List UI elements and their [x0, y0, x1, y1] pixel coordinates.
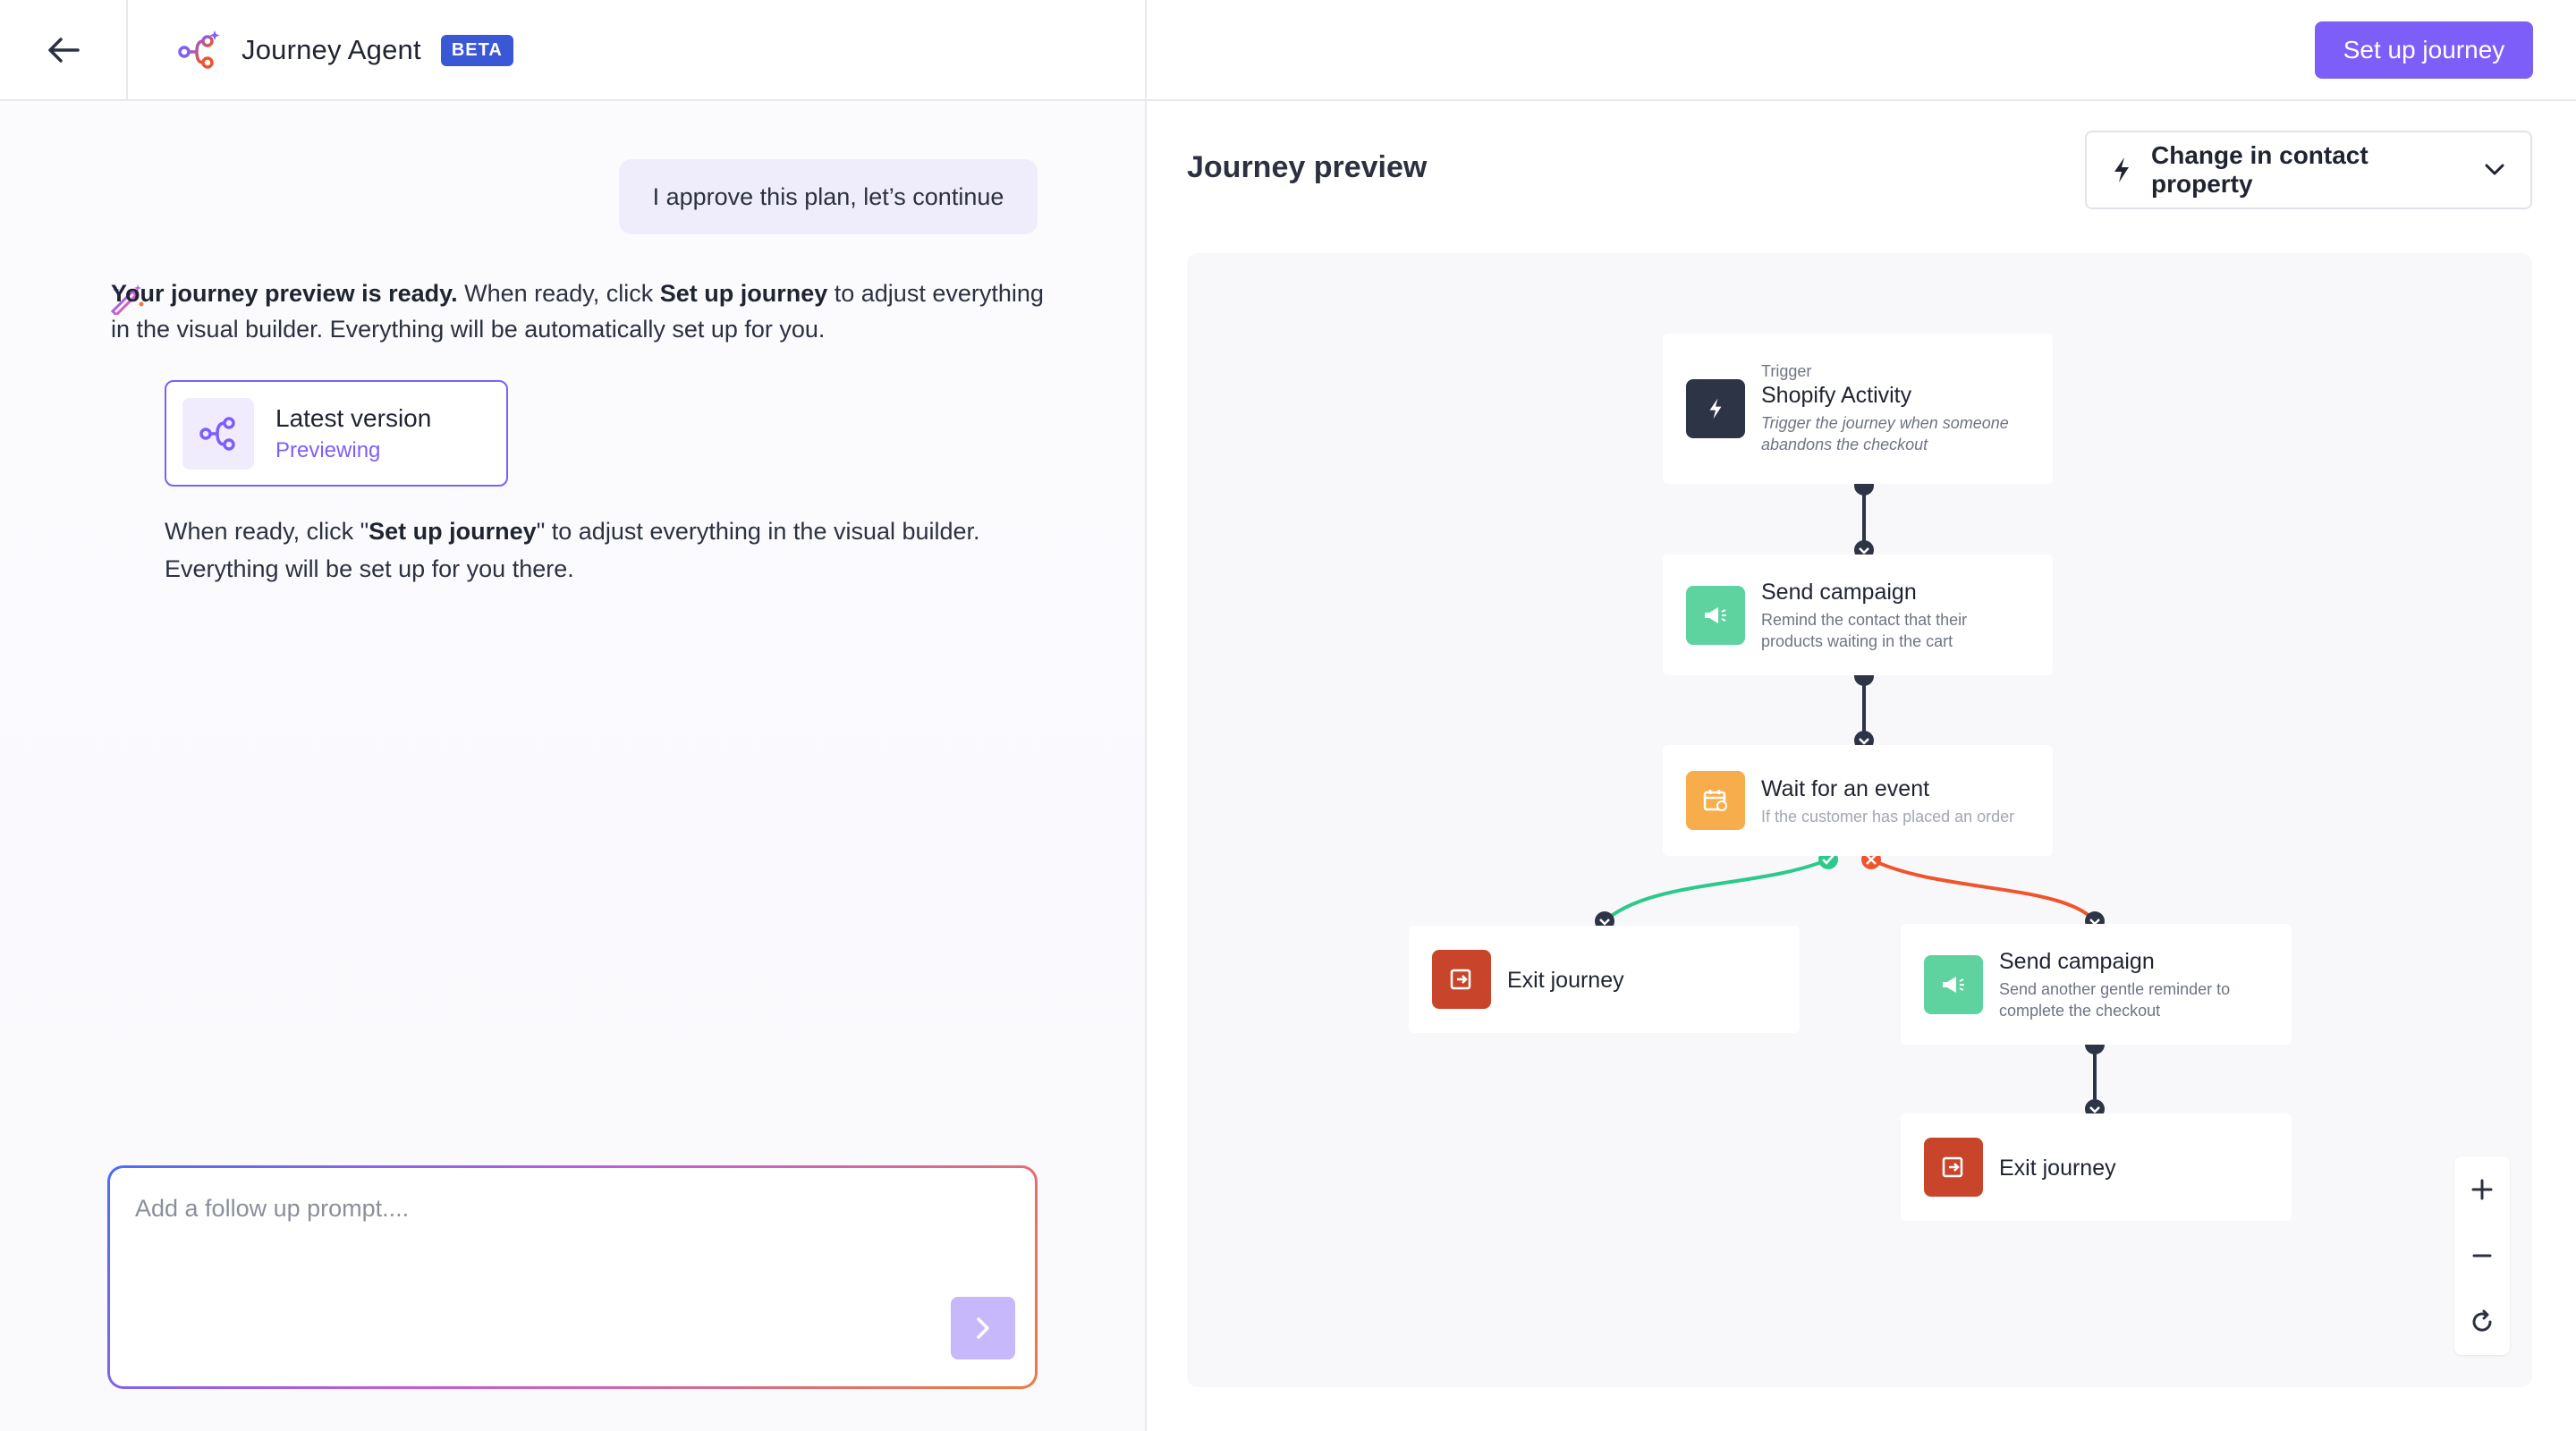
exit-icon-box: [1924, 1138, 1983, 1197]
node-title: Shopify Activity: [1761, 383, 1912, 408]
follow-message-text: When ready, click ": [165, 518, 369, 545]
send-campaign-node[interactable]: Send campaign Remind the contact that th…: [1663, 555, 2053, 675]
page-title: Journey Agent: [242, 34, 421, 65]
version-title: Latest version: [275, 403, 432, 432]
trigger-select-label: Change in contact property: [2151, 141, 2368, 198]
node-description: Remind the contact that their products w…: [1761, 611, 1968, 650]
lightning-icon: [1709, 398, 1722, 419]
campaign-node-text: Send campaign Send another gentle remind…: [1999, 947, 2258, 1021]
follow-up-prompt-input[interactable]: [135, 1195, 940, 1223]
journey-canvas[interactable]: Trigger Shopify Activity Trigger the jou…: [1187, 253, 2532, 1387]
exit-journey-node[interactable]: Exit journey: [1409, 926, 1800, 1033]
panel-divider: [1145, 0, 1147, 1431]
campaign-icon-box: [1686, 585, 1745, 645]
wait-icon-box: [1686, 771, 1745, 830]
agent-message-text: When ready, click: [457, 280, 660, 307]
trigger-node[interactable]: Trigger Shopify Activity Trigger the jou…: [1663, 334, 2053, 484]
agent-message: Your journey preview is ready. When read…: [111, 275, 1059, 347]
agent-message-action: Set up journey: [659, 280, 828, 307]
agent-message-intro: Your journey preview is ready.: [111, 280, 458, 307]
zoom-out-button[interactable]: [2460, 1233, 2504, 1278]
wait-event-node[interactable]: Wait for an event If the customer has pl…: [1663, 745, 2053, 856]
version-status: Previewing: [275, 437, 381, 462]
exit-node-text: Exit journey: [1507, 966, 1624, 994]
node-title: Exit journey: [1507, 967, 1624, 993]
agent-message-text-rest: to adjust everything in the visual build…: [111, 280, 1044, 343]
send-campaign-node-2[interactable]: Send campaign Send another gentle remind…: [1901, 924, 2292, 1045]
arrow-left-icon: [47, 37, 80, 63]
back-button[interactable]: [0, 0, 128, 99]
campaign-node-text: Send campaign Remind the contact that th…: [1761, 578, 2021, 652]
preview-panel: Journey preview Change in contact proper…: [1147, 101, 2576, 1431]
plus-icon: [2471, 1179, 2493, 1200]
version-icon-box: [182, 397, 254, 470]
node-description: Send another gentle reminder to complete…: [1999, 980, 2231, 1020]
connector-no-branch: [1870, 858, 2097, 923]
exit-journey-node-2[interactable]: Exit journey: [1901, 1113, 2292, 1221]
header: Journey Agent BETA Set up journey: [0, 0, 2576, 101]
set-up-journey-button[interactable]: Set up journey: [2315, 21, 2533, 79]
exit-node-text: Exit journey: [1999, 1154, 2116, 1181]
refresh-icon: [2472, 1309, 2492, 1332]
version-text: Latest version Previewing: [275, 404, 431, 463]
wait-node-text: Wait for an event If the customer has pl…: [1761, 775, 2021, 827]
journey-flow-icon: [199, 416, 235, 451]
connector-yes-branch: [1603, 858, 1829, 923]
prompt-box-inner: [110, 1168, 1035, 1386]
node-description: If the customer has placed an order: [1761, 807, 2015, 826]
node-title: Wait for an event: [1761, 775, 1930, 801]
chevron-right-icon: [977, 1317, 989, 1339]
user-message-bubble: I approve this plan, let’s continue: [619, 159, 1038, 234]
zoom-controls: [2454, 1156, 2510, 1355]
reset-view-button[interactable]: [2460, 1300, 2504, 1344]
megaphone-icon: [1943, 976, 1964, 993]
follow-up-message: When ready, click "Set up journey" to ad…: [165, 512, 1059, 588]
exit-icon: [1450, 969, 1471, 990]
trigger-node-text: Trigger Shopify Activity Trigger the jou…: [1761, 362, 2021, 455]
preview-title: Journey preview: [1187, 150, 1428, 184]
latest-version-card[interactable]: Latest version Previewing: [165, 380, 508, 487]
node-title: Send campaign: [1999, 949, 2155, 974]
node-title: Send campaign: [1761, 580, 1917, 605]
node-description: Trigger the journey when someone abandon…: [1761, 414, 2009, 453]
calendar-clock-icon: [1703, 790, 1727, 811]
lightning-icon: [2114, 157, 2129, 182]
follow-message-action: Set up journey: [369, 518, 537, 545]
beta-badge: BETA: [440, 34, 513, 66]
brand: Journey Agent BETA: [175, 25, 513, 75]
exit-icon-box: [1432, 950, 1491, 1009]
megaphone-icon: [1705, 606, 1726, 623]
node-kicker: Trigger: [1761, 362, 1812, 380]
node-title: Exit journey: [1999, 1155, 2116, 1181]
exit-icon: [1942, 1156, 1963, 1178]
magic-wand-icon: [110, 284, 144, 315]
zoom-in-button[interactable]: [2460, 1167, 2504, 1212]
journey-agent-logo-icon: [178, 30, 220, 69]
prompt-box: [107, 1165, 1038, 1389]
trigger-select-dropdown[interactable]: Change in contact property: [2085, 131, 2532, 209]
chevron-down-icon: [2485, 164, 2504, 175]
send-button[interactable]: [951, 1297, 1015, 1359]
minus-icon: [2472, 1254, 2492, 1257]
follow-message-text-rest: " to adjust everything in the visual bui…: [165, 518, 980, 582]
trigger-icon-box: [1686, 379, 1745, 438]
chat-panel: I approve this plan, let’s continue Your…: [0, 101, 1145, 1431]
campaign-icon-box: [1924, 954, 1983, 1014]
